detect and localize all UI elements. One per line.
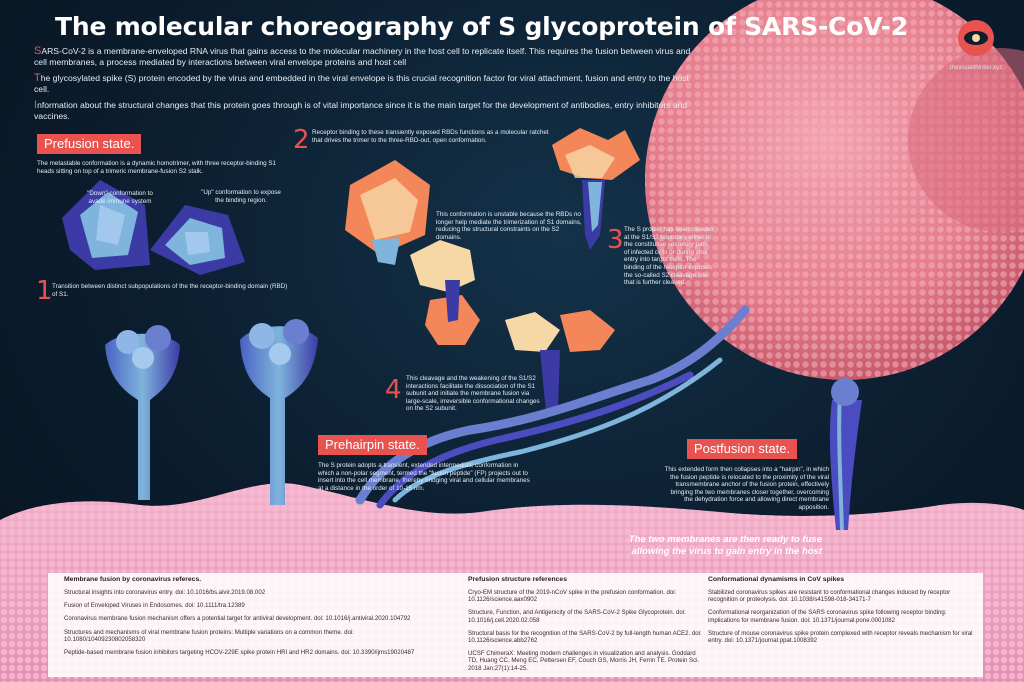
step-2-number: 2 xyxy=(293,125,310,155)
prefusion-description: The metastable conformation is a dynamic… xyxy=(37,160,277,175)
intro-text-3: nformation about the structural changes … xyxy=(34,100,688,121)
references-conformational-dynamism: Conformational dynamisms in CoV spikes S… xyxy=(708,576,973,650)
references-heading: Conformational dynamisms in CoV spikes xyxy=(708,576,844,583)
unstable-conformation-text: This conformation is unstable because th… xyxy=(436,211,582,241)
postfusion-description: This extended form then collapses into a… xyxy=(664,466,829,511)
references-heading: Prefusion structure references xyxy=(468,576,567,583)
reference-item: Structural basis for the recognition of … xyxy=(468,629,702,645)
open-rbd-model xyxy=(345,160,430,265)
reference-item: Structural insights into coronavirus ent… xyxy=(64,589,266,596)
final-statement: The two membranes are then ready to fuse… xyxy=(628,534,822,557)
references-heading: Membrane fusion by coronavirus referecs. xyxy=(64,576,202,583)
prefusion-state-label: Prefusion state. xyxy=(37,134,142,154)
postfusion-state-label: Postfusion state. xyxy=(687,439,798,459)
reference-item: Cryo-EM structure of the 2019-nCoV spike… xyxy=(468,589,677,604)
down-conformation-label: "Down" conformation to avade immune syst… xyxy=(87,190,153,205)
prefusion-spike-left xyxy=(105,325,180,500)
postfusion-spike xyxy=(829,378,862,531)
up-conformation-label: "Up" conformation to expose the binding … xyxy=(201,189,281,204)
logo-mark-icon xyxy=(958,20,994,56)
reference-item: Conformational reorganization of the SAR… xyxy=(708,609,947,624)
reference-item: Structures and mechanisms of viral membr… xyxy=(64,628,354,643)
page-title: The molecular choreography of S glycopro… xyxy=(55,12,908,41)
intro-text-1: ARS-CoV-2 is a membrane-enveloped RNA vi… xyxy=(34,46,691,67)
step-2-text: Receptor binding to these transiently ex… xyxy=(312,129,549,144)
intro-initial-3: I xyxy=(34,99,38,111)
reference-item: Coronavirus membrane fusion mechanism of… xyxy=(64,615,411,623)
cleaved-model xyxy=(552,128,640,250)
references-prefusion-structure: Prefusion structure references Cryo-EM s… xyxy=(468,576,703,678)
reference-item: Peptide-based membrane fusion inhibitors… xyxy=(64,649,415,657)
reference-item: Structure, Function, and Antigenicity of… xyxy=(468,609,686,624)
prefusion-model-down xyxy=(62,180,150,270)
dissociating-model-b xyxy=(505,310,615,412)
intro-text-2: he glycosylated spike (S) protein encode… xyxy=(34,73,689,94)
references-membrane-fusion: Membrane fusion by coronavirus referecs.… xyxy=(64,576,424,662)
reference-item: Stabilized coronavirus spikes are resist… xyxy=(708,589,951,604)
intro-paragraph-3: Information about the structural changes… xyxy=(34,100,699,121)
logo-url: thevisualthinker.xyz xyxy=(949,65,1003,71)
prefusion-spike-right xyxy=(240,319,318,505)
step-1-text: Transition between distinct subpopulatio… xyxy=(52,283,288,298)
step-3-number: 3 xyxy=(607,225,624,255)
intro-paragraph-2: The glycosylated spike (S) protein encod… xyxy=(34,73,699,94)
step-4-number: 4 xyxy=(385,375,402,405)
step-3-text: The S protein has been cleaved at the S1… xyxy=(624,226,713,287)
prehairpin-state-label: Prehairpin state. xyxy=(318,435,427,455)
logo: thevisualthinker.xyz xyxy=(945,18,1007,71)
dissociating-model-a xyxy=(410,240,480,345)
references-panel: Membrane fusion by coronavirus referecs.… xyxy=(48,573,983,677)
intro-initial-1: S xyxy=(34,45,42,57)
reference-item: UCSF ChimeraX: Meeting modern challenges… xyxy=(468,650,700,672)
prehairpin-description: The S protein adopts a transient, extend… xyxy=(318,462,530,492)
intro-initial-2: T xyxy=(34,72,41,84)
intro-paragraph-1: SARS-CoV-2 is a membrane-enveloped RNA v… xyxy=(34,46,699,67)
reference-item: Structure of mouse coronavirus spike pro… xyxy=(708,629,973,645)
step-1-number: 1 xyxy=(36,276,53,306)
reference-item: Fusion of Enveloped Viruses in Endosomes… xyxy=(64,602,245,610)
prefusion-model-up xyxy=(150,205,245,275)
virus-particle xyxy=(645,0,1024,380)
step-4-text: This cleavage and the weakening of the S… xyxy=(406,375,540,413)
